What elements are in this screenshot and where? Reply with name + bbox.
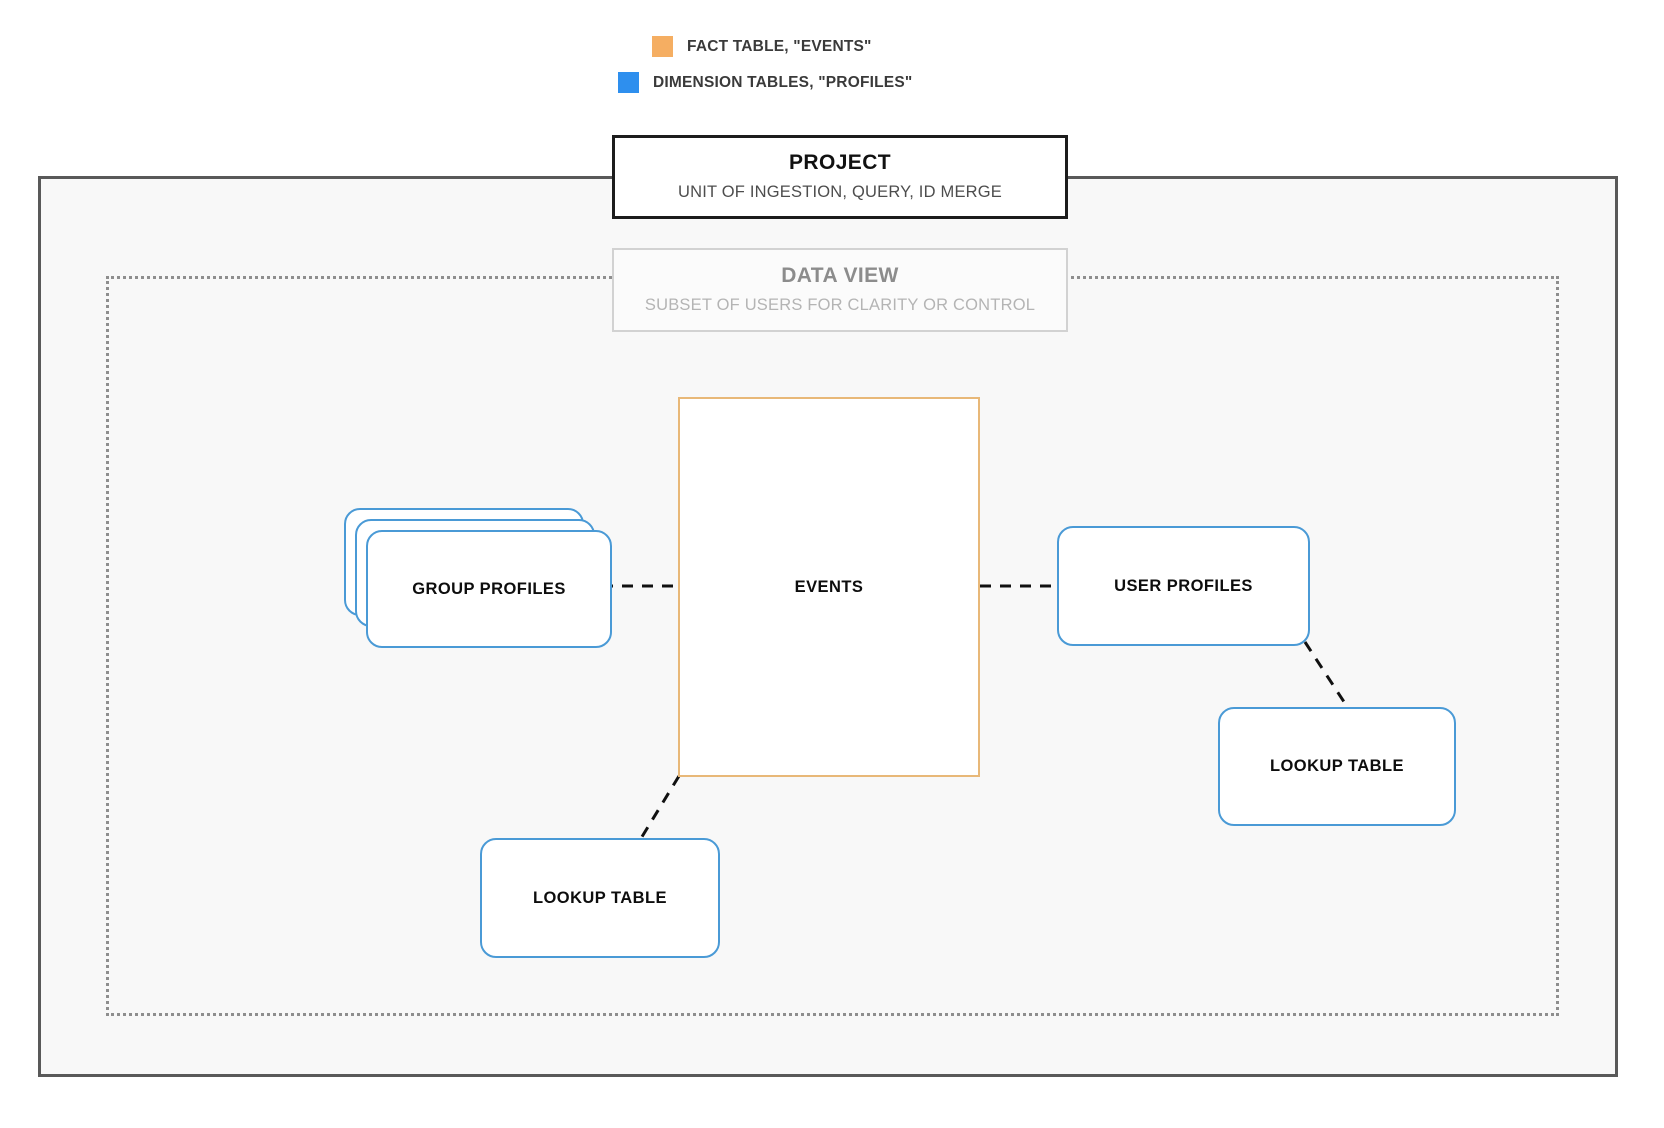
node-lookup-table-right-label: LOOKUP TABLE [1269, 757, 1405, 775]
node-group-profiles-label: GROUP PROFILES [412, 579, 566, 598]
node-user-profiles[interactable]: USER PROFILES [1057, 526, 1310, 646]
project-title: PROJECT [789, 150, 891, 174]
data-view-subtitle: SUBSET OF USERS FOR CLARITY OR CONTROL [644, 296, 1036, 315]
project-subtitle: UNIT OF INGESTION, QUERY, ID MERGE [677, 183, 1002, 202]
node-user-profiles-label: USER PROFILES [1114, 576, 1253, 595]
node-group-profiles[interactable]: GROUP PROFILES [344, 508, 614, 658]
project-header-box: PROJECT UNIT OF INGESTION, QUERY, ID MER… [612, 135, 1068, 219]
node-events[interactable]: EVENTS [678, 397, 980, 777]
node-lookup-table-left[interactable]: LOOKUP TABLE [480, 838, 720, 958]
data-view-header-box: DATA VIEW SUBSET OF USERS FOR CLARITY OR… [612, 248, 1068, 332]
square-swatch-icon-dimension [618, 72, 639, 93]
group-profiles-stack-card-front[interactable]: GROUP PROFILES [366, 530, 612, 648]
node-events-label: EVENTS [794, 577, 864, 596]
node-lookup-table-left-label: LOOKUP TABLE [532, 888, 668, 907]
data-view-title: DATA VIEW [781, 263, 899, 287]
square-swatch-icon-fact [652, 36, 673, 57]
legend-label-fact-table: FACT TABLE, "EVENTS" [687, 37, 872, 55]
node-lookup-table-right[interactable]: LOOKUP TABLE [1218, 707, 1456, 826]
legend-item-dimension-tables: DIMENSION TABLES, "PROFILES" [618, 72, 912, 93]
legend-item-fact-table: FACT TABLE, "EVENTS" [652, 36, 872, 57]
legend-label-dimension-tables: DIMENSION TABLES, "PROFILES" [653, 73, 913, 91]
